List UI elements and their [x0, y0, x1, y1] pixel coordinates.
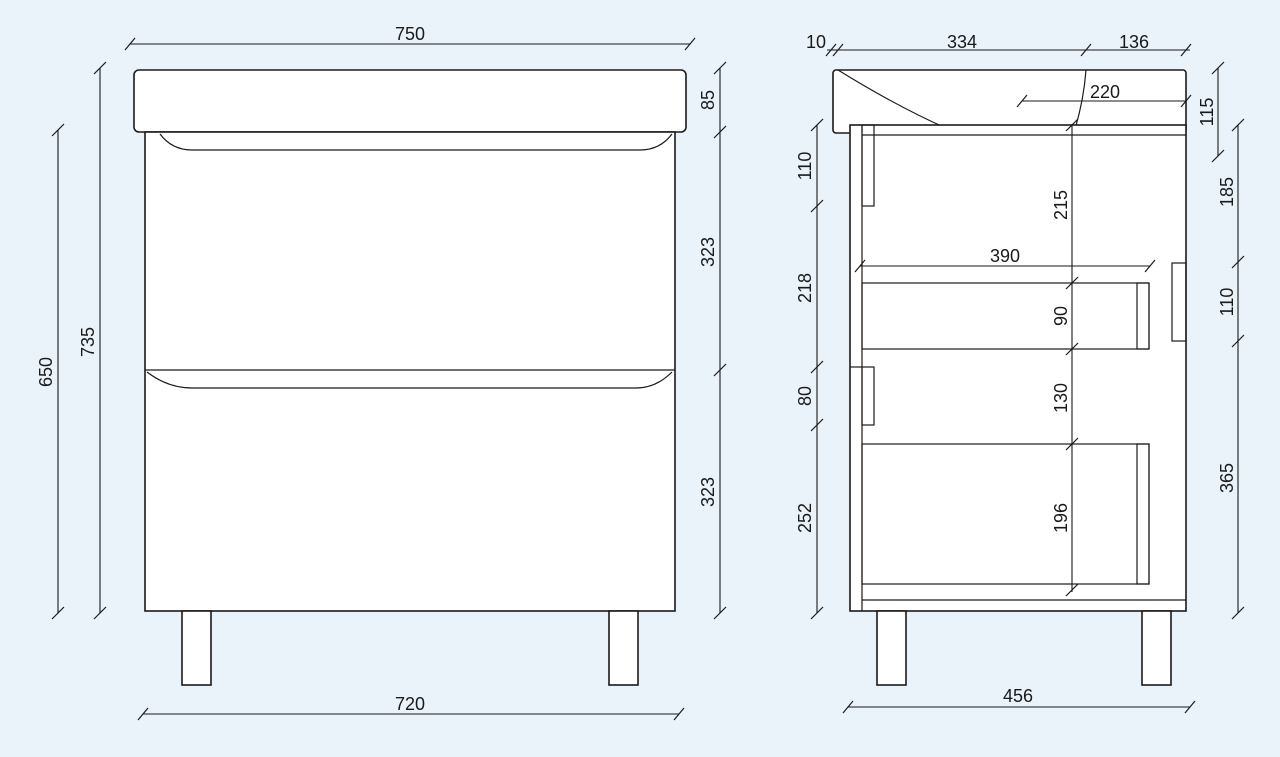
dim-drain-offset: 220 [1090, 82, 1120, 102]
front-cabinet [144, 131, 676, 612]
dim-cabinet-depth: 456 [1003, 686, 1033, 706]
side-upper-front [861, 124, 875, 207]
dim-right-mid: 110 [1217, 288, 1237, 317]
dim-left-lower: 252 [795, 503, 815, 533]
side-handle [1171, 262, 1187, 342]
dim-left-upper: 218 [795, 273, 815, 303]
front-right-leg [608, 610, 639, 686]
dim-offset: 10 [806, 32, 826, 52]
dim-bottom-width: 720 [395, 694, 425, 714]
lower-drawer-handle [146, 371, 673, 389]
dim-total-height: 735 [78, 327, 98, 357]
dim-sink-depth: 334 [947, 32, 977, 52]
dim-gap-mid: 130 [1051, 383, 1071, 413]
dim-rear-depth: 136 [1119, 32, 1149, 52]
dim-upper-box: 90 [1051, 306, 1071, 326]
dim-gap-top: 215 [1051, 190, 1071, 220]
dim-sink-height: 85 [698, 90, 718, 110]
dim-left-top: 110 [795, 152, 815, 181]
dim-lower-box: 196 [1051, 503, 1071, 533]
front-sink [133, 69, 687, 133]
dim-sink-thickness: 115 [1197, 98, 1217, 127]
dim-lower-drawer: 323 [698, 477, 718, 507]
dim-top-width: 750 [395, 24, 425, 44]
dim-right-lower: 365 [1217, 463, 1237, 493]
dim-right-top: 185 [1217, 177, 1237, 207]
side-lower-front [861, 366, 875, 426]
dim-upper-drawer: 323 [698, 237, 718, 267]
side-right-leg [1141, 610, 1172, 686]
dim-cabinet-height: 650 [36, 357, 56, 387]
side-view: 10 334 136 220 456 390 215 90 130 196 11… [795, 32, 1245, 714]
front-left-leg [181, 610, 212, 686]
dim-left-gap: 80 [795, 386, 815, 406]
front-view: 750 720 650 735 85 323 323 [36, 24, 727, 721]
side-cabinet [849, 124, 1187, 612]
upper-drawer-handle [159, 133, 673, 151]
side-left-leg [876, 610, 907, 686]
dim-drawer-depth: 390 [990, 246, 1020, 266]
